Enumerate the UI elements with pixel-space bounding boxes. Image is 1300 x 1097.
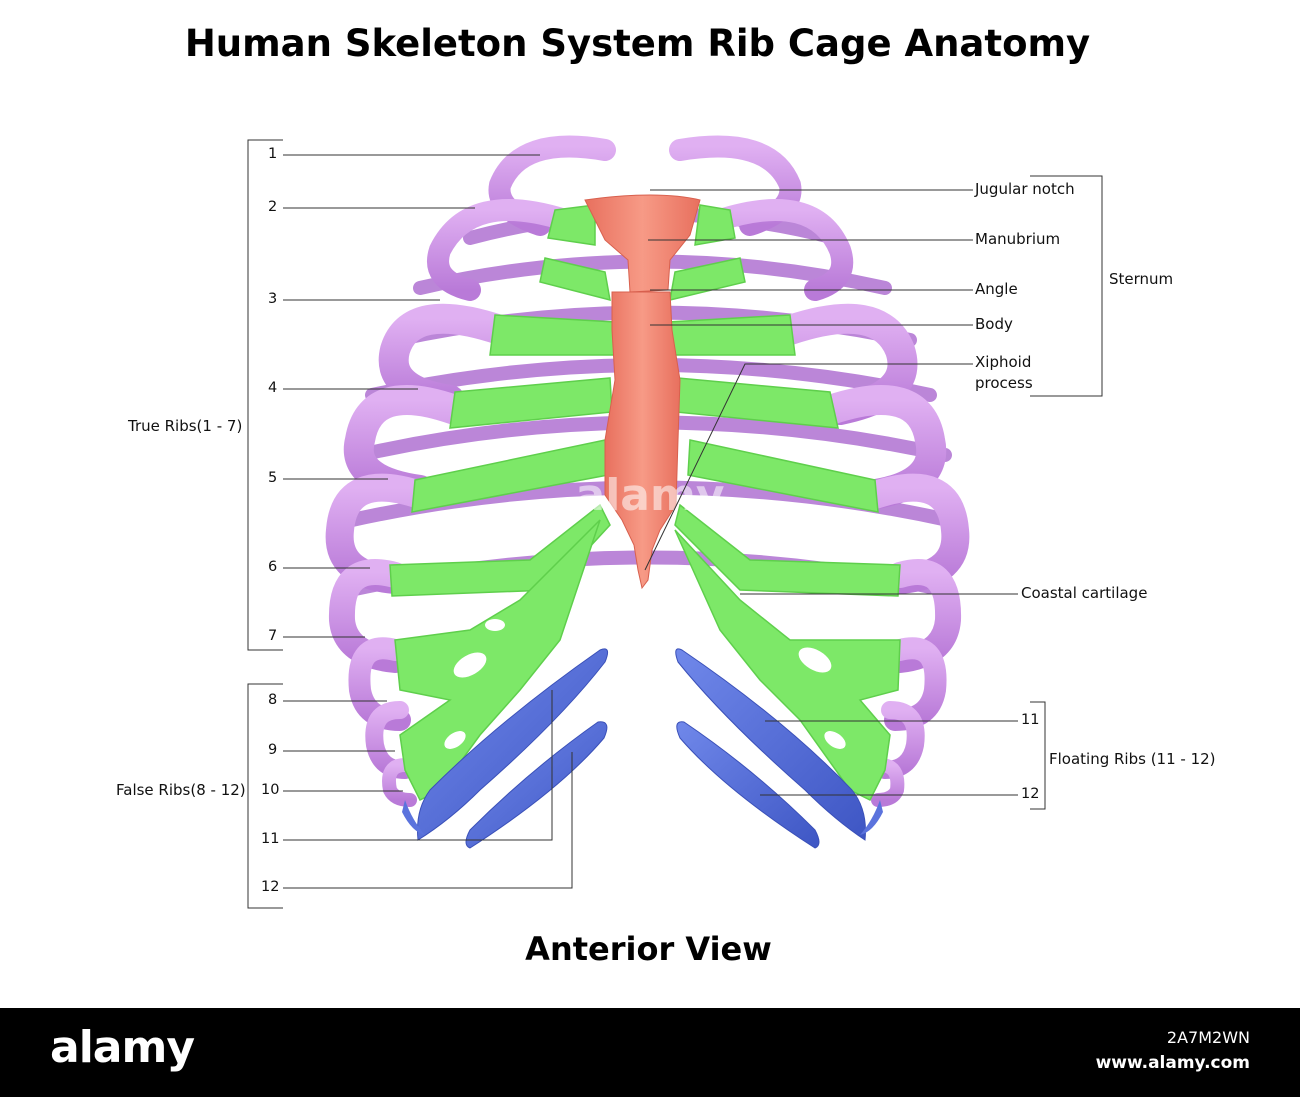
diagram-subtitle: Anterior View [525, 930, 772, 968]
right-cartilage-lower [674, 529, 901, 802]
right-cartilage-5 [687, 439, 879, 513]
right-gap-2 [790, 614, 810, 626]
cartilage-gaps [444, 614, 846, 749]
left-ribs [325, 135, 616, 807]
label-rib-4: 4 [268, 380, 278, 396]
left-rib-2 [427, 199, 576, 301]
bracket-sternum [1030, 175, 1103, 397]
label-rib-12: 12 [261, 879, 280, 895]
right-rib-tip [860, 800, 883, 835]
footer-image-code: 2A7M2WN [1166, 1028, 1250, 1047]
right-floating-rib-11 [675, 648, 866, 841]
label-coastal-cartilage: Coastal cartilage [1021, 584, 1148, 602]
leader-rib-11 [283, 690, 553, 841]
diagram-title: Human Skeleton System Rib Cage Anatomy [184, 22, 1091, 65]
label-right-rib-11: 11 [1021, 712, 1040, 728]
left-floating-rib-11 [417, 648, 609, 841]
left-cartilage-1 [547, 204, 596, 246]
left-rib-tip [402, 800, 425, 835]
footer-brand-logo: alamy [50, 1022, 195, 1073]
label-angle: Angle [975, 280, 1018, 298]
right-leader-lines [644, 175, 1103, 810]
label-rib-7: 7 [268, 628, 278, 644]
footer-bar: alamy 2A7M2WN www.alamy.com [0, 1008, 1300, 1097]
bracket-false-ribs [247, 683, 283, 909]
bracket-true-ribs [247, 139, 283, 651]
watermark: alamy [576, 470, 725, 521]
bracket-floating-ribs [1030, 701, 1046, 810]
sternal-body [604, 291, 681, 590]
label-xiphoid-line1: Xiphoid [975, 353, 1032, 371]
left-gap-1 [453, 652, 487, 678]
label-rib-6: 6 [268, 559, 278, 575]
label-rib-8: 8 [268, 692, 278, 708]
right-gap-3 [824, 731, 846, 749]
right-ribs [669, 135, 970, 807]
label-rib-9: 9 [268, 742, 278, 758]
right-cartilage-3 [667, 314, 796, 356]
label-sternum: Sternum [1109, 270, 1174, 288]
label-manubrium: Manubrium [975, 230, 1061, 248]
left-rib-9 [382, 758, 417, 807]
right-cartilage-1 [694, 204, 736, 246]
label-rib-11: 11 [261, 831, 280, 847]
leader-rib-12 [283, 752, 573, 889]
costal-cartilage [389, 204, 901, 802]
lower-rib-tips [402, 800, 883, 835]
label-floating-ribs: Floating Ribs (11 - 12) [1049, 750, 1216, 768]
label-body: Body [975, 315, 1013, 333]
left-gap-2 [485, 619, 505, 631]
left-cartilage-3 [489, 314, 616, 356]
rib-cage-illustration: alamy [247, 135, 1103, 909]
manubrium [584, 194, 701, 293]
label-rib-1: 1 [268, 146, 278, 162]
right-floating-rib-12 [676, 721, 820, 849]
label-rib-5: 5 [268, 470, 278, 486]
floating-ribs [417, 648, 866, 849]
right-rib-9 [871, 758, 905, 807]
label-rib-3: 3 [268, 291, 278, 307]
sternum [584, 194, 701, 590]
right-cartilage-6 [674, 503, 901, 597]
label-right-rib-12: 12 [1021, 786, 1040, 802]
left-leader-lines [247, 139, 573, 909]
footer-website: www.alamy.com [1095, 1053, 1250, 1073]
right-rib-2 [709, 199, 854, 301]
label-rib-10: 10 [261, 782, 280, 798]
label-jugular-notch: Jugular notch [975, 180, 1075, 198]
right-gap-1 [798, 647, 832, 673]
label-xiphoid-line2: process [975, 374, 1033, 392]
label-rib-2: 2 [268, 199, 278, 215]
leader-xiphoid [644, 363, 973, 571]
label-true-ribs: True Ribs(1 - 7) [128, 417, 243, 435]
left-cartilage-2 [539, 257, 611, 302]
label-false-ribs: False Ribs(8 - 12) [116, 781, 246, 799]
left-gap-3 [444, 731, 466, 749]
